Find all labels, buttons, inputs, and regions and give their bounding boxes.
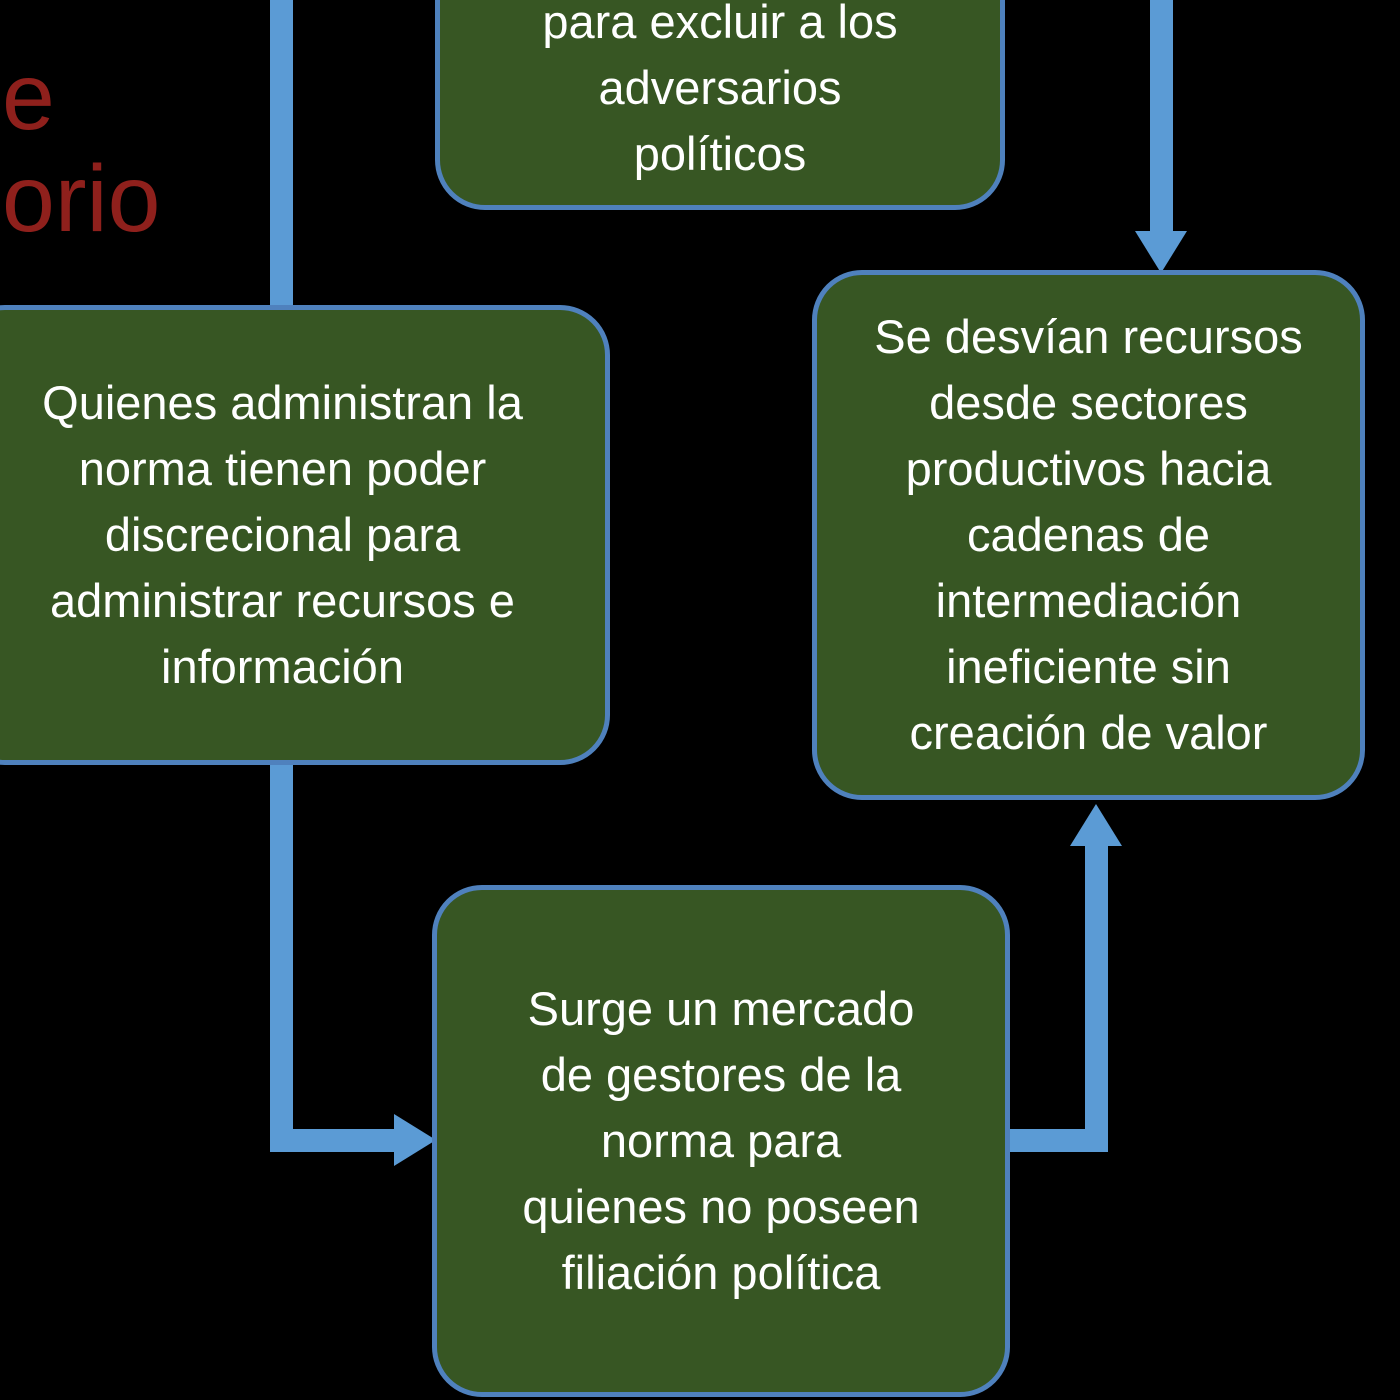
node-resource-diversion-text: Se desvían recursos desde sectores produ… bbox=[874, 310, 1303, 759]
connector-arrow-into-right-node-shaft bbox=[1150, 0, 1173, 234]
arrowhead-up-icon bbox=[1070, 804, 1122, 846]
node-resource-diversion: Se desvían recursos desde sectores produ… bbox=[812, 270, 1365, 800]
connector-line-into-left-node-shaft bbox=[270, 0, 293, 308]
node-exclude-adversaries-text: para excluir a los adversarios políticos bbox=[542, 0, 898, 180]
node-norm-managers-market-text: Surge un mercado de gestores de la norma… bbox=[522, 982, 920, 1299]
node-exclude-adversaries: para excluir a los adversarios políticos bbox=[435, 0, 1005, 210]
node-power-discretion-text: Quienes administran la norma tienen pode… bbox=[42, 376, 523, 693]
connector-left-to-bottom-horizontal-shaft bbox=[270, 1129, 396, 1152]
connector-bottom-to-right-vertical-shaft bbox=[1085, 846, 1108, 1152]
node-power-discretion: Quienes administran la norma tienen pode… bbox=[0, 305, 610, 765]
connector-left-to-bottom-vertical-shaft bbox=[270, 762, 293, 1152]
arrowhead-right-icon bbox=[394, 1114, 436, 1166]
connector-bottom-to-right-horizontal-shaft bbox=[1005, 1129, 1108, 1152]
node-norm-managers-market: Surge un mercado de gestores de la norma… bbox=[432, 885, 1010, 1397]
arrowhead-down-icon bbox=[1135, 231, 1187, 273]
slide-title-fragment: e orio bbox=[2, 44, 161, 252]
